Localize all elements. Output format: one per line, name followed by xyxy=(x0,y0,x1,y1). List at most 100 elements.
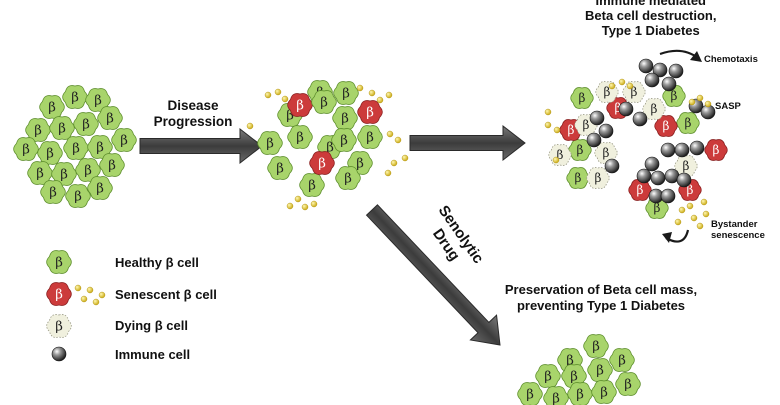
beta-symbol: β xyxy=(55,288,63,303)
sasp-particle xyxy=(618,78,626,86)
disease-progression-arrow xyxy=(139,127,263,165)
senescent-beta-cell: β xyxy=(357,100,383,124)
healthy-beta-cell: β xyxy=(311,90,337,114)
healthy-beta-cell: β xyxy=(583,334,609,358)
sasp-particle xyxy=(608,82,616,90)
beta-symbol: β xyxy=(49,186,57,201)
immune-cell xyxy=(661,76,677,92)
beta-symbol: β xyxy=(568,123,575,137)
beta-symbol: β xyxy=(713,143,720,157)
beta-symbol: β xyxy=(308,179,316,194)
beta-symbol: β xyxy=(596,364,604,379)
healthy-beta-cell: β xyxy=(49,116,75,140)
senescent-beta-cell: β xyxy=(654,115,678,137)
sasp-particle xyxy=(386,130,394,138)
healthy-beta-cell: β xyxy=(73,112,99,136)
beta-symbol: β xyxy=(326,141,334,156)
sasp-particle xyxy=(385,91,393,99)
beta-symbol: β xyxy=(22,143,30,158)
beta-symbol: β xyxy=(557,148,564,162)
immune-cell xyxy=(689,140,705,156)
healthy-beta-cell: β xyxy=(645,197,669,219)
chemotaxis-label: Chemotaxis xyxy=(704,54,758,65)
beta-symbol: β xyxy=(603,146,610,160)
beta-symbol: β xyxy=(654,201,661,215)
beta-symbol: β xyxy=(72,142,80,157)
healthy-beta-cell: β xyxy=(97,106,123,130)
sasp-particle xyxy=(384,169,392,177)
immune-cell xyxy=(638,58,654,74)
sasp-particle xyxy=(544,121,552,129)
beta-symbol: β xyxy=(552,392,560,405)
sasp-particle xyxy=(92,298,100,306)
beta-symbol: β xyxy=(579,91,586,105)
curved-arrows-layer xyxy=(659,49,702,243)
legend-healthy-label: Healthy β cell xyxy=(115,255,199,270)
sasp-particle xyxy=(274,88,282,96)
healthy-beta-cell: β xyxy=(676,112,700,134)
healthy-beta-cell: β xyxy=(87,135,113,159)
healthy-beta-cell: β xyxy=(25,118,51,142)
sasp-particle xyxy=(368,89,376,97)
senolytic-drug-arrow xyxy=(365,204,501,346)
bystander-arrow xyxy=(662,229,690,243)
beta-symbol: β xyxy=(570,370,578,385)
progression-to-destruction-arrow xyxy=(409,124,526,162)
healthy-beta-cell: β xyxy=(587,358,613,382)
dying-beta-cell: β xyxy=(642,98,666,120)
beta-symbol: β xyxy=(685,116,692,130)
immune-cell xyxy=(676,172,692,188)
dying-beta-cell: β xyxy=(586,167,610,189)
beta-symbol: β xyxy=(48,101,56,116)
healthy-beta-cell: β xyxy=(46,250,72,274)
beta-symbol: β xyxy=(342,87,350,102)
beta-symbol: β xyxy=(600,386,608,401)
beta-symbol: β xyxy=(106,112,114,127)
sasp-particle xyxy=(356,84,364,92)
sasp-particle xyxy=(394,136,402,144)
healthy-beta-cell: β xyxy=(99,153,125,177)
beta-symbol: β xyxy=(296,131,304,146)
beta-symbol: β xyxy=(108,159,116,174)
healthy-beta-cell: β xyxy=(13,137,39,161)
sasp-particle xyxy=(690,214,698,222)
beta-symbol: β xyxy=(60,168,68,183)
immune-cell xyxy=(589,110,605,126)
beta-symbol: β xyxy=(58,122,66,137)
sasp-particle xyxy=(246,122,254,130)
healthy-beta-cell: β xyxy=(257,131,283,155)
immune-cell xyxy=(674,142,690,158)
senescent-beta-cell: β xyxy=(46,282,72,306)
sasp-particle xyxy=(390,159,398,167)
beta-symbol: β xyxy=(631,85,638,99)
beta-symbol: β xyxy=(624,378,632,393)
disease-progression-label: Disease Progression xyxy=(153,98,233,129)
sasp-particle xyxy=(678,206,686,214)
sasp-particle xyxy=(74,284,82,292)
healthy-beta-cell: β xyxy=(51,162,77,186)
sasp-label: SASP xyxy=(715,101,741,112)
beta-symbol: β xyxy=(71,91,79,106)
immune-cell xyxy=(632,111,648,127)
sasp-particle xyxy=(696,222,704,230)
beta-symbol: β xyxy=(687,183,694,197)
beta-symbol: β xyxy=(46,147,54,162)
healthy-beta-cell: β xyxy=(335,166,361,190)
beta-symbol: β xyxy=(663,119,670,133)
sasp-particle xyxy=(98,291,106,299)
senescent-beta-cell: β xyxy=(309,151,335,175)
healthy-beta-cell: β xyxy=(62,85,88,109)
beta-symbol: β xyxy=(266,137,274,152)
beta-symbol: β xyxy=(577,143,584,157)
sasp-particle xyxy=(401,154,409,162)
sasp-particle xyxy=(702,210,710,218)
healthy-beta-cell: β xyxy=(615,372,641,396)
sasp-particle xyxy=(544,108,552,116)
legend-dying-label: Dying β cell xyxy=(115,318,188,333)
beta-symbol: β xyxy=(575,171,582,185)
preserved-outcome-title: Preservation of Beta cell mass, preventi… xyxy=(504,282,698,313)
healthy-beta-cell: β xyxy=(331,128,357,152)
dying-beta-cell: β xyxy=(674,155,698,177)
beta-symbol: β xyxy=(55,320,63,335)
healthy-beta-cell: β xyxy=(75,158,101,182)
